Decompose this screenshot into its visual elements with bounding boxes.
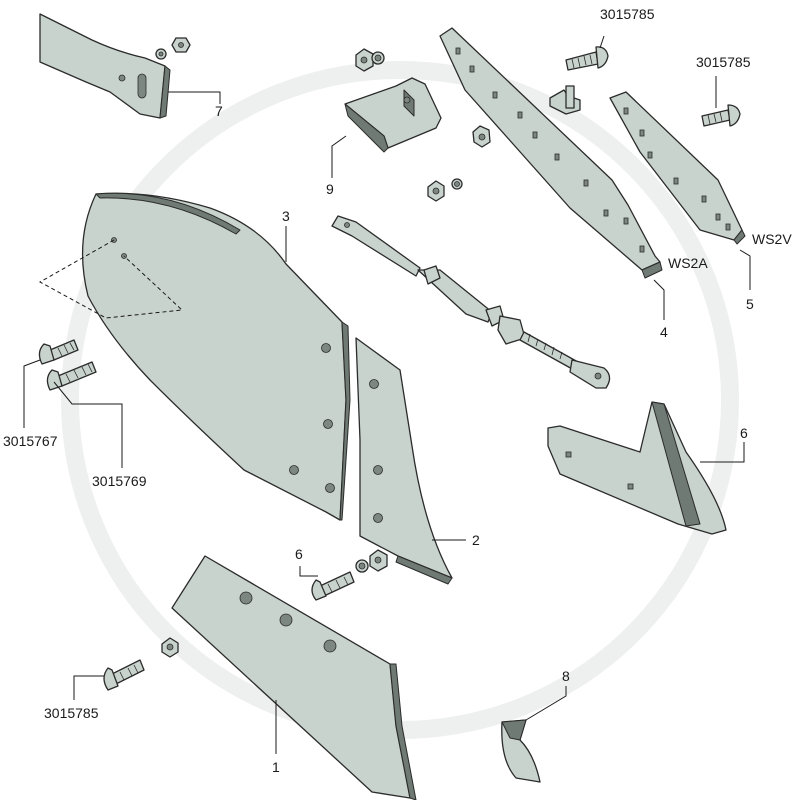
label-part-3: 3 xyxy=(282,208,290,224)
label-part-6-bolt: 6 xyxy=(295,546,303,562)
part-4-t-bolt xyxy=(549,85,581,115)
part-8-tip xyxy=(501,719,541,783)
part-7-nuts xyxy=(155,37,191,60)
label-part-9: 9 xyxy=(326,181,334,197)
leader-lines xyxy=(23,35,751,754)
label-part-7: 7 xyxy=(215,103,223,119)
label-bolt-left-b: 3015769 xyxy=(92,473,147,489)
bolt-3015785-bottom xyxy=(103,637,179,691)
label-part-2: 2 xyxy=(472,532,480,548)
bolt-3015769 xyxy=(46,361,97,391)
label-part-4: 4 xyxy=(660,324,668,340)
bolt-6-assembly xyxy=(311,549,388,601)
label-part-5: 5 xyxy=(746,296,754,312)
label-code-ws2v: WS2V xyxy=(752,231,792,247)
label-bolt-top-a: 3015785 xyxy=(600,6,655,22)
part-6-point xyxy=(547,401,727,535)
mounting-dashed-guides xyxy=(38,239,184,319)
label-part-1: 1 xyxy=(272,759,280,775)
label-part-6-tine: 6 xyxy=(740,425,748,441)
bolt-3015785-top-a xyxy=(565,46,609,71)
part-5-landside xyxy=(609,91,746,245)
label-bolt-top-b: 3015785 xyxy=(696,54,751,70)
turnbuckle-rod xyxy=(331,215,611,389)
label-bolt-left-a: 3015767 xyxy=(3,433,58,449)
label-bolt-bottom: 3015785 xyxy=(44,705,99,721)
part-3-mouldboard xyxy=(81,192,351,521)
bolt-3015785-top-b xyxy=(701,104,741,127)
part-9-nuts xyxy=(355,48,491,202)
part-9-bracket xyxy=(344,77,442,153)
part-4-landside xyxy=(439,27,663,279)
part-1-share xyxy=(171,555,417,800)
label-code-ws2a: WS2A xyxy=(668,255,708,271)
labels: 7 9 3015785 3015785 WS2A WS2V 4 5 3 6 2 … xyxy=(3,6,792,775)
bolt-3015767 xyxy=(38,339,79,365)
label-part-8: 8 xyxy=(562,668,570,684)
part-7-strap xyxy=(39,13,171,119)
part-2-shin xyxy=(355,337,453,585)
